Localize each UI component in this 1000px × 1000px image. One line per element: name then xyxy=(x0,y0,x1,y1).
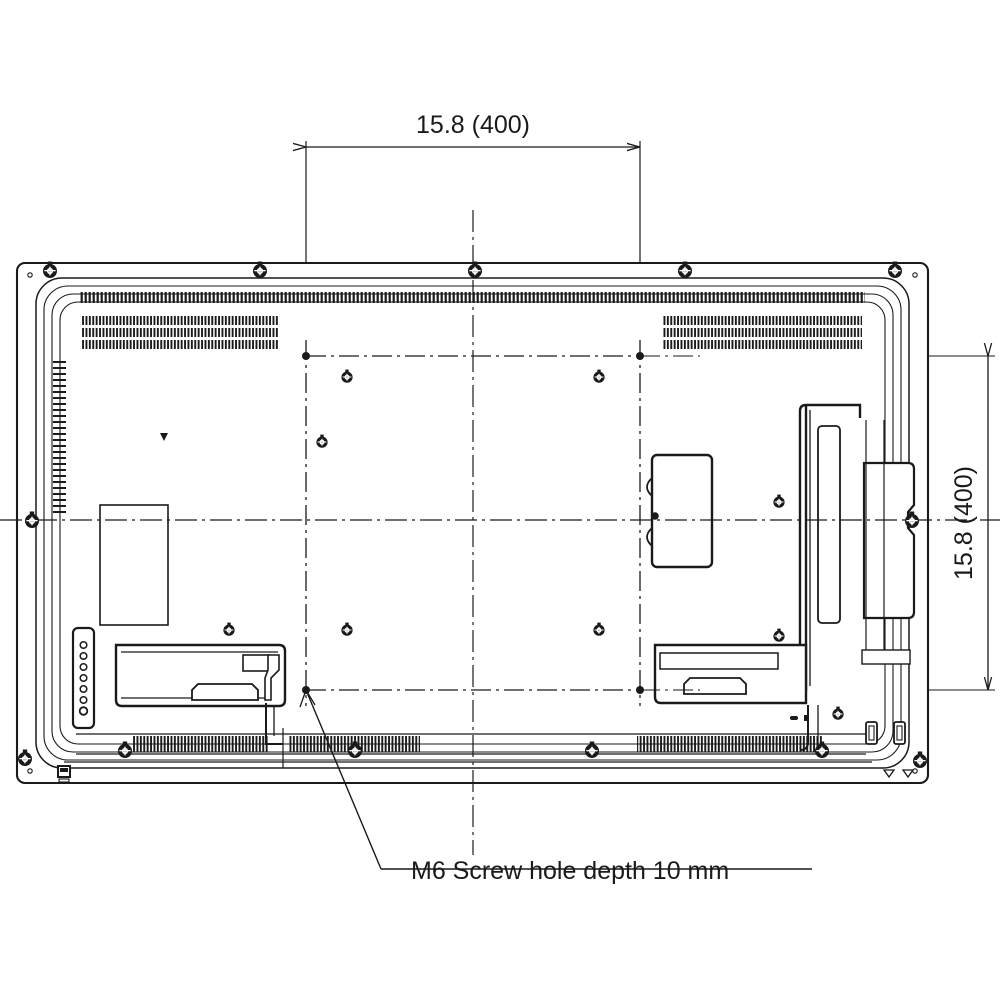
right-panel-foot xyxy=(861,649,911,665)
vent-top-left-row2 xyxy=(82,328,279,337)
right-side-assembly xyxy=(646,403,916,779)
vesa-hole-top-right[interactable] xyxy=(636,352,644,360)
marker-triangle-br2 xyxy=(901,769,915,779)
triangle-marker-icon xyxy=(160,433,168,441)
vent-top-right-row1 xyxy=(662,316,862,325)
label-mark-1 xyxy=(790,716,798,720)
left-io-housing xyxy=(114,643,287,745)
left-connector-panel xyxy=(71,626,96,730)
left-upper-panel xyxy=(99,504,169,626)
center-lines xyxy=(0,210,1000,855)
module-notch-lower xyxy=(646,527,653,547)
vent-left-vertical xyxy=(53,361,66,513)
corner-hole-tr xyxy=(912,272,918,278)
right-vertical-panel xyxy=(862,461,916,620)
button-strip-housing[interactable] xyxy=(71,626,96,730)
io-connector-block xyxy=(191,683,259,701)
center-right-module xyxy=(650,453,714,569)
io-cable-run xyxy=(265,703,283,745)
label-mark-2 xyxy=(804,715,808,721)
bottom-left-square-marker xyxy=(57,765,71,783)
bottom-ledge-lines xyxy=(64,728,872,768)
vesa-pattern-square xyxy=(305,340,641,706)
corner-hole-tl xyxy=(27,272,33,278)
io-cable-shape xyxy=(264,654,280,701)
note-leader-arrow xyxy=(299,689,316,708)
vertical-dimension-label: 15.8 (400) xyxy=(950,466,978,580)
vent-top-right-row3 xyxy=(662,340,862,349)
vent-top-right-row2 xyxy=(662,328,862,337)
vent-bottom-right xyxy=(637,736,823,752)
button-dots[interactable] xyxy=(78,640,89,716)
vent-grilles xyxy=(53,292,865,752)
screw-note-label: M6 Screw hole depth 10 mm xyxy=(411,857,729,885)
vent-top-left-row3 xyxy=(82,340,279,349)
vent-top-center-strip xyxy=(283,292,865,303)
right-tall-slot xyxy=(817,425,841,624)
vent-top-left-row1 xyxy=(82,316,279,325)
module-port-dot xyxy=(651,512,659,520)
vent-top-left-strip xyxy=(80,292,283,303)
right-cable-run xyxy=(799,705,809,751)
right-io-slot xyxy=(659,652,779,670)
vesa-hole-bottom-right[interactable] xyxy=(636,686,644,694)
note-leader-line xyxy=(305,689,382,870)
io-plug-rect xyxy=(242,654,271,672)
vesa-hole-top-left[interactable] xyxy=(302,352,310,360)
horizontal-dimension-group: 15.8 (400) xyxy=(306,111,641,362)
bottom-right-brackets xyxy=(865,721,906,745)
module-notch-upper xyxy=(646,477,653,497)
right-io-connector xyxy=(683,677,747,695)
marker-triangle-br1 xyxy=(882,769,896,779)
horizontal-dimension-label: 15.8 (400) xyxy=(416,111,530,139)
corner-hole-bl xyxy=(27,768,33,774)
vent-bottom-left xyxy=(133,736,269,752)
screw-note-group: M6 Screw hole depth 10 mm xyxy=(299,689,812,885)
